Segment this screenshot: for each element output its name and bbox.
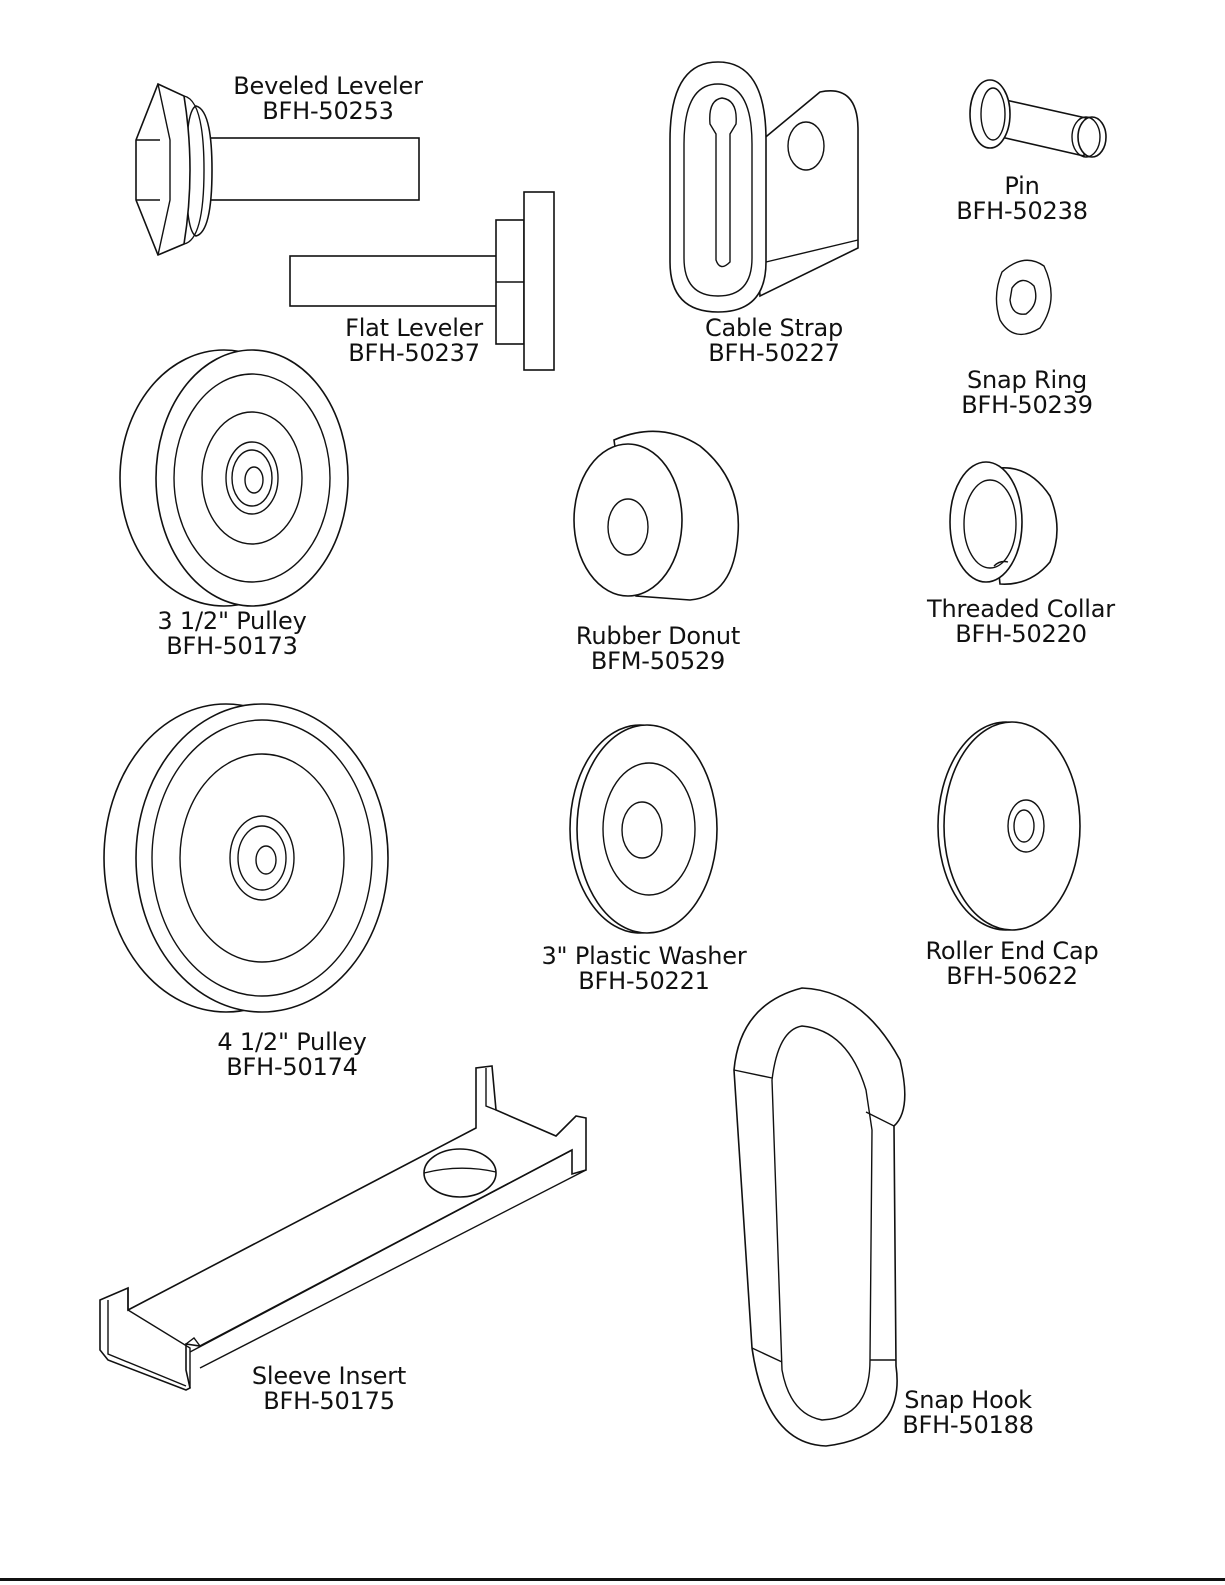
part-name: Sleeve Insert [252,1364,406,1389]
rubber-donut-drawing [574,431,738,600]
part-name: 4 1/2" Pulley [217,1030,366,1055]
threaded-collar-label: Threaded Collar BFH-50220 [927,597,1115,647]
part-code: BFH-50237 [345,341,483,366]
part-code: BFH-50174 [217,1055,366,1080]
beveled-leveler-label: Beveled Leveler BFH-50253 [233,74,422,124]
part-code: BFH-50253 [233,99,422,124]
part-code: BFH-50227 [705,341,843,366]
roller-end-cap-label: Roller End Cap BFH-50622 [925,939,1098,989]
snap-ring-drawing [996,260,1051,334]
part-name: Snap Hook [902,1388,1034,1413]
snap-hook-drawing [734,988,905,1446]
part-code: BFH-50238 [956,199,1088,224]
plastic-washer-label: 3" Plastic Washer BFH-50221 [541,944,746,994]
part-name: Cable Strap [705,316,843,341]
part-name: 3" Plastic Washer [541,944,746,969]
flat-leveler-label: Flat Leveler BFH-50237 [345,316,483,366]
part-name: Rubber Donut [576,624,740,649]
part-name: Flat Leveler [345,316,483,341]
plastic-washer-drawing [570,725,717,933]
pulley-4-5-drawing [104,704,388,1012]
bottom-rule [0,1578,1225,1581]
part-code: BFM-50529 [576,649,740,674]
part-name: 3 1/2" Pulley [157,609,306,634]
part-code: BFH-50221 [541,969,746,994]
cable-strap-drawing [670,62,858,312]
cable-strap-label: Cable Strap BFH-50227 [705,316,843,366]
part-code: BFH-50188 [902,1413,1034,1438]
part-name: Beveled Leveler [233,74,422,99]
pulley-4-5-label: 4 1/2" Pulley BFH-50174 [217,1030,366,1080]
part-code: BFH-50239 [961,393,1093,418]
roller-end-cap-drawing [938,722,1080,930]
rubber-donut-label: Rubber Donut BFM-50529 [576,624,740,674]
pin-drawing [970,80,1106,157]
snap-ring-label: Snap Ring BFH-50239 [961,368,1093,418]
sleeve-insert-drawing [100,1066,586,1390]
pin-label: Pin BFH-50238 [956,174,1088,224]
snap-hook-label: Snap Hook BFH-50188 [902,1388,1034,1438]
part-name: Threaded Collar [927,597,1115,622]
threaded-collar-drawing [950,462,1057,584]
pulley-3-5-drawing [120,350,348,606]
part-code: BFH-50622 [925,964,1098,989]
part-name: Snap Ring [961,368,1093,393]
part-name: Roller End Cap [925,939,1098,964]
pulley-3-5-label: 3 1/2" Pulley BFH-50173 [157,609,306,659]
part-code: BFH-50175 [252,1389,406,1414]
part-name: Pin [956,174,1088,199]
part-code: BFH-50220 [927,622,1115,647]
sleeve-insert-label: Sleeve Insert BFH-50175 [252,1364,406,1414]
part-code: BFH-50173 [157,634,306,659]
